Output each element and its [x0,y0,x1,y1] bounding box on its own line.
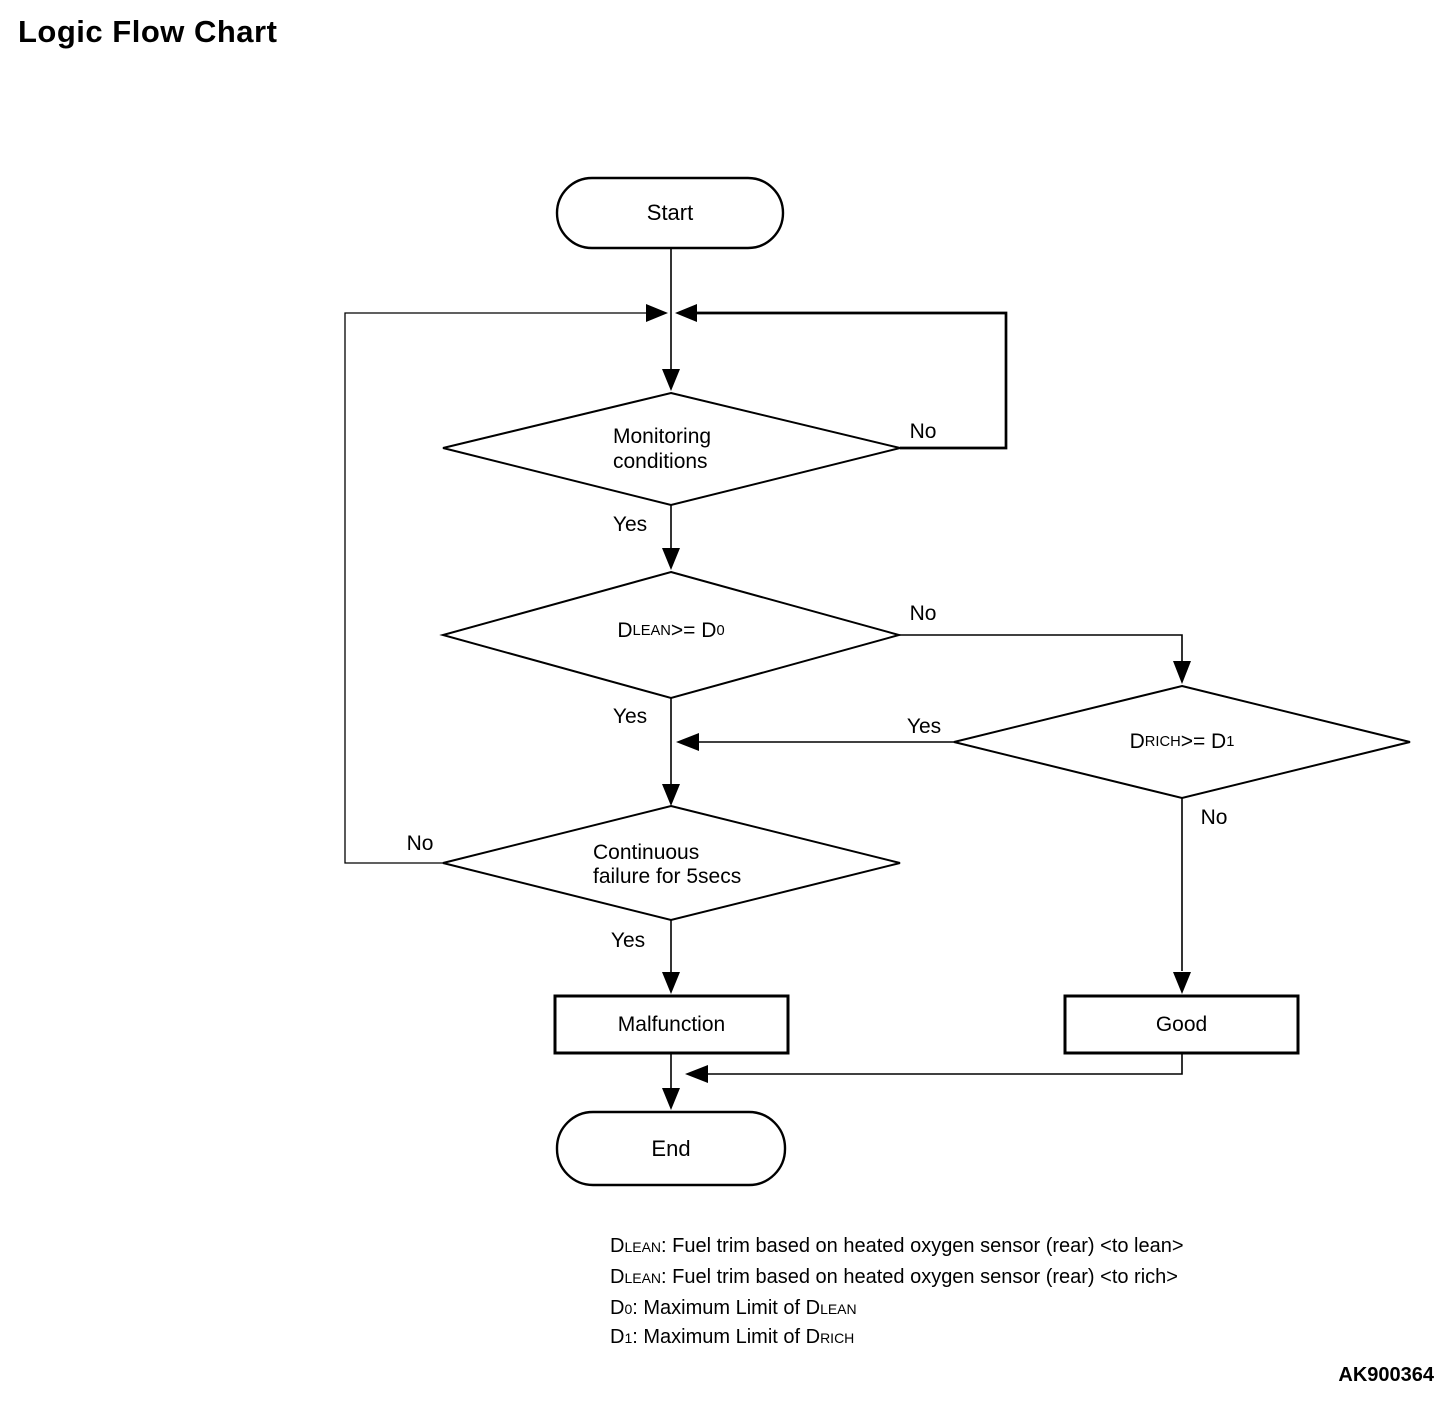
legend-line-4-subscript: 1 [624,1330,633,1346]
continuous-label: Continuous failure for 5secs [593,841,741,889]
dlean-decision-shape [439,570,903,700]
end-node-shape [555,1110,787,1187]
malfunction-node-shape [553,994,790,1055]
dlean-label-operator: >= D [670,619,717,642]
arrowhead-loop-left-into-junction [646,304,668,322]
page-title: Logic Flow Chart [18,14,278,49]
label-drich-no: No [1200,806,1228,829]
legend-line-1-text: : Fuel trim based on heated oxygen senso… [661,1235,1184,1257]
drich-label-limit-subscript: 1 [1226,734,1235,750]
legend-line-3: D0: Maximum Limit of DLEAN [610,1297,857,1320]
legend-line-3-symbol: D [610,1297,625,1319]
start-node-shape [555,176,785,250]
legend-line-4: D1: Maximum Limit of DRICH [610,1326,854,1349]
label-monitoring-yes: Yes [612,513,648,536]
continuous-label-line1: Continuous [593,841,700,864]
dlean-label-subscript: LEAN [632,623,671,639]
legend-line-4-trailing-subscript: RICH [820,1330,855,1346]
monitoring-label-line2: conditions [613,450,708,473]
legend-line-1-symbol: D [610,1235,625,1257]
legend-line-4-text: : Maximum Limit of D [632,1326,821,1348]
arrowhead-into-dlean [662,548,680,570]
monitoring-decision-shape [442,391,901,507]
good-label: Good [1155,1012,1208,1036]
drich-label-operator: >= D [1180,730,1227,753]
drich-decision-shape [953,684,1411,800]
drich-label-subscript: RICH [1144,734,1181,750]
continuous-decision-shape [442,804,901,922]
arrowhead-into-continuous [662,784,680,806]
legend-line-2-subscript: LEAN [624,1270,662,1286]
arrowhead-drich-yes-into-main [676,733,699,751]
label-monitoring-no: No [909,420,937,443]
good-node-shape [1063,994,1300,1055]
legend-line-2: DLEAN: Fuel trim based on heated oxygen … [610,1266,1178,1289]
malfunction-label: Malfunction [617,1012,726,1036]
arrowhead-into-monitoring [662,369,680,391]
legend-line-2-text: : Fuel trim based on heated oxygen senso… [661,1266,1178,1288]
start-label: Start [646,200,694,225]
legend-line-1: DLEAN: Fuel trim based on heated oxygen … [610,1235,1184,1258]
label-dlean-no: No [909,602,937,625]
figure-code: AK900364 [1338,1364,1434,1386]
label-dlean-yes: Yes [612,705,648,728]
arrowhead-into-drich [1173,661,1191,684]
legend-line-4-symbol: D [610,1326,625,1348]
label-continuous-no: No [406,832,434,855]
monitoring-label: Monitoring conditions [613,424,711,474]
dlean-label-limit-subscript: 0 [716,623,725,639]
end-label: End [651,1135,691,1161]
continuous-label-line2: failure for 5secs [593,865,742,888]
arrowhead-good-join [685,1065,708,1083]
legend-line-3-subscript: 0 [624,1301,633,1317]
dlean-label-main: D [617,619,633,642]
arrowhead-into-good [1173,972,1191,994]
arrowhead-into-end [662,1088,680,1110]
legend-line-1-subscript: LEAN [624,1239,662,1255]
legend-line-3-text: : Maximum Limit of D [632,1297,821,1319]
legend-line-3-trailing-subscript: LEAN [820,1301,857,1317]
edge-continuous-no-loop [344,312,646,864]
legend-line-2-symbol: D [610,1266,625,1288]
edge-good-to-end [708,1053,1183,1075]
label-continuous-yes: Yes [610,929,646,952]
arrowhead-loop-right-into-junction [675,304,697,322]
arrowhead-into-malfunction [662,972,680,994]
monitoring-label-line1: Monitoring [613,425,712,448]
drich-label-main: D [1129,730,1145,753]
edge-dlean-no [899,634,1183,661]
label-drich-yes: Yes [906,715,942,738]
edge-monitoring-no-loop [697,311,1008,450]
